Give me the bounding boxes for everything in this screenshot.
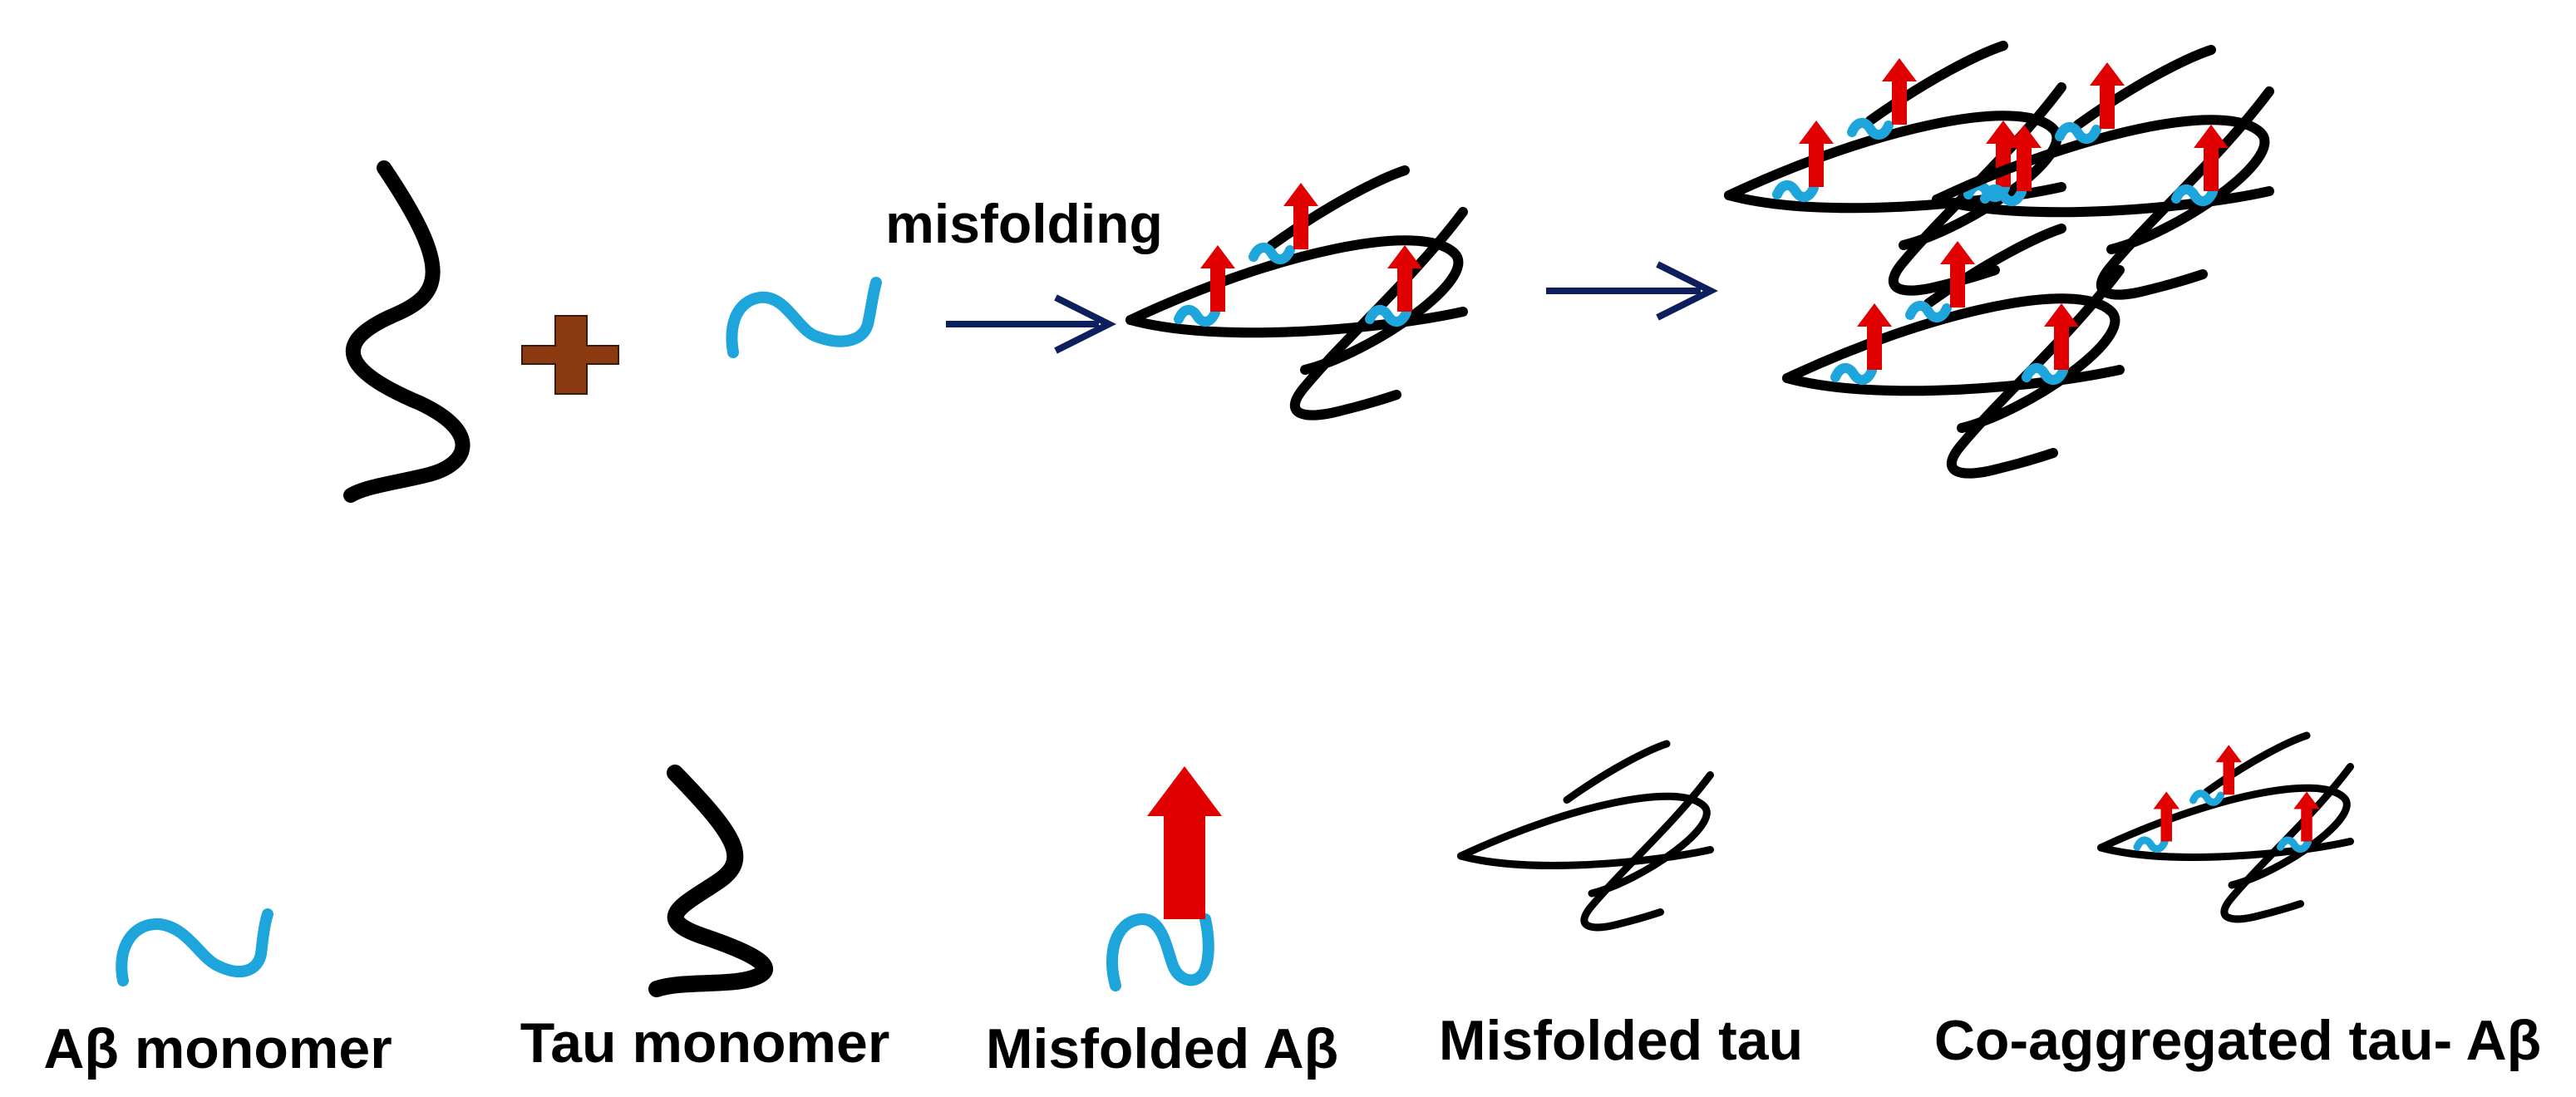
plus-icon [521,315,619,395]
legend-coaggregate-label: Co-aggregated tau- Aβ [1934,1009,2541,1072]
misfolding-label: misfolding [885,193,1163,254]
legend-tau-monomer-icon [648,765,773,997]
process-arrow-2 [1546,261,1718,321]
coaggregate-cluster-unit [1937,50,2269,295]
legend-abeta-monomer-label: Aβ monomer [43,1017,392,1080]
legend-tau-monomer-label: Tau monomer [520,1011,890,1075]
tau-monomer-reactant [343,160,470,503]
legend-misfolded-tau-icon [1461,744,1711,927]
legend-abeta-monomer-icon [116,908,273,986]
process-arrow-1 [946,294,1116,354]
coaggregate-single [1130,170,1463,416]
legend-misfolded-abeta-label: Misfolded Aβ [986,1017,1338,1080]
coaggregate-cluster-unit [1787,229,2120,474]
legend-misfolded-tau-label: Misfolded tau [1439,1009,1803,1072]
legend-misfolded-abeta-icon [1106,766,1222,991]
legend-coaggregate-icon [2101,735,2351,919]
abeta-monomer-reactant [726,277,882,358]
coaggregate-cluster [1729,46,2269,474]
